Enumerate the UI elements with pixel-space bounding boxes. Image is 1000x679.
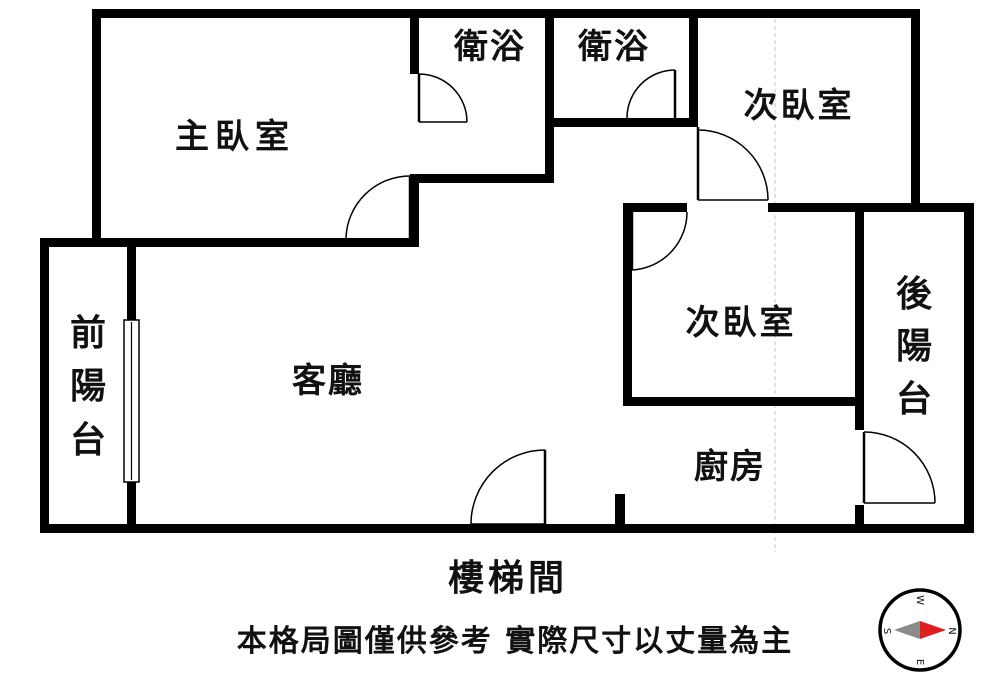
compass-letter-east: E [914,659,925,665]
door [417,73,468,123]
compass-letter-north: N [946,627,957,634]
wall [545,118,698,127]
wall [127,243,136,320]
rear-balcony-char: 陽 [896,325,932,367]
compass-letter-south: S [881,628,892,634]
door [696,127,769,201]
compass-pointer-east [920,621,946,639]
wall [964,203,974,533]
front-balcony-char: 前 [70,312,106,354]
wall [545,9,554,183]
compass-icon: W N E S [878,588,962,672]
wall [855,203,974,212]
front-balcony-char: 陽 [70,365,106,407]
wall [410,174,552,183]
room-label-rear-balcony: 後 陽 台 [896,273,933,420]
wall [40,524,974,533]
door [345,175,412,239]
door [862,431,936,504]
wall [855,203,864,430]
wall [92,9,920,18]
wall [40,238,418,247]
room-label-bedroom-top-right: 次臥室 [744,86,855,126]
door [630,211,688,271]
doors [345,69,936,525]
wall [623,203,632,405]
room-label-master-bedroom: 主臥室 [175,117,295,157]
wall [768,203,864,212]
room-label-living-room: 客廳 [292,361,364,401]
wall [689,9,698,127]
rear-balcony-char: 台 [896,378,932,420]
wall [410,9,419,74]
wall [623,203,687,212]
wall [127,482,136,530]
room-label-bathroom-2: 衛浴 [577,27,650,67]
room-label-bedroom-middle: 次臥室 [686,303,797,343]
door [626,69,677,119]
room-label-kitchen: 廚房 [694,447,766,487]
room-label-bathroom-1: 衛浴 [453,27,526,67]
wall [40,238,49,533]
wall [855,505,864,533]
compass-letter-west: W [914,595,925,605]
disclaimer-note: 本格局圖僅供參考 實際尺寸以丈量為主 [237,624,793,659]
room-label-front-balcony: 前 陽 台 [70,312,106,461]
wall [615,494,625,530]
rear-balcony-char: 後 [896,273,933,315]
sliding-door [123,319,140,483]
front-balcony-char: 台 [70,419,106,461]
compass-pointer-west [894,621,920,639]
walls [40,9,974,533]
wall [92,9,101,244]
wall [623,397,864,406]
stairwell-label: 樓梯間 [448,557,568,599]
wall [911,9,920,209]
door [470,449,547,525]
wall [410,176,419,247]
